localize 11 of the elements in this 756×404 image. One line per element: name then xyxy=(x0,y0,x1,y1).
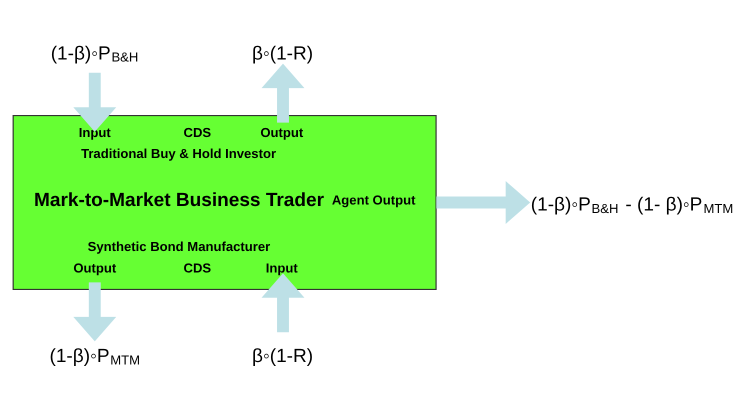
node-text: (1-β)◦PB&H xyxy=(50,42,138,64)
arrow xyxy=(262,63,304,122)
arrow xyxy=(73,282,116,341)
arrow xyxy=(436,180,530,224)
node-text: β◦(1-R) xyxy=(252,345,314,366)
arrow xyxy=(262,272,304,332)
arrow xyxy=(73,72,116,132)
node-text: β◦(1-R) xyxy=(252,42,314,64)
node-box: Input CDS Output Agent Output Traditional Buy & Hold Investor Mark-to-Market Business Trader Synthetic Bond Manufacturer Output CDS Input xyxy=(12,114,437,290)
node-text: (1-β)◦PB&H - (1- β)◦PMTM xyxy=(530,194,734,216)
node-text: (1-β)◦PMTM xyxy=(50,345,140,367)
